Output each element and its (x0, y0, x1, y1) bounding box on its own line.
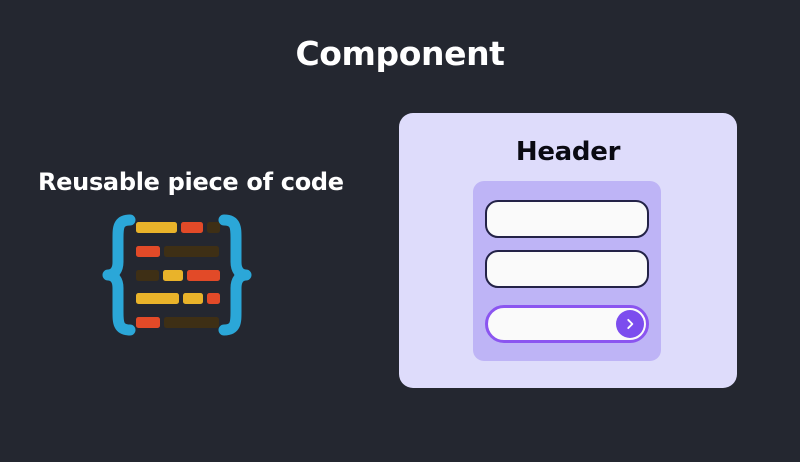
code-bar (186, 269, 220, 281)
code-line (136, 269, 220, 281)
card-header-title: Header (515, 137, 621, 167)
code-bar (164, 245, 219, 257)
code-bar (136, 293, 180, 305)
submit-button[interactable] (616, 310, 644, 338)
code-line (136, 317, 220, 328)
code-bar (136, 317, 160, 328)
code-bar (181, 222, 204, 233)
input-field-one[interactable] (485, 200, 649, 238)
code-bar (136, 222, 178, 233)
card-body-panel (473, 181, 661, 361)
input-field-two[interactable] (485, 250, 649, 288)
definition-block: Reusable piece of code (38, 168, 358, 336)
code-lines (136, 222, 220, 328)
chevron-right-icon (627, 318, 634, 330)
definition-caption: Reusable piece of code (38, 168, 344, 196)
left-curly-brace-icon (102, 214, 136, 336)
code-bar (164, 317, 219, 328)
code-bar (136, 245, 160, 257)
code-line (136, 293, 220, 305)
code-bar (163, 269, 183, 281)
code-line (136, 222, 220, 233)
right-curly-brace-icon (218, 214, 252, 336)
component-card: Header (399, 113, 737, 388)
code-bar (183, 293, 204, 305)
code-bar (207, 222, 220, 233)
code-line (136, 245, 220, 257)
code-icon (102, 214, 252, 336)
input-field-submit[interactable] (485, 305, 649, 343)
code-bar (136, 269, 160, 281)
page-title: Component (295, 34, 505, 73)
code-bar (207, 293, 220, 305)
